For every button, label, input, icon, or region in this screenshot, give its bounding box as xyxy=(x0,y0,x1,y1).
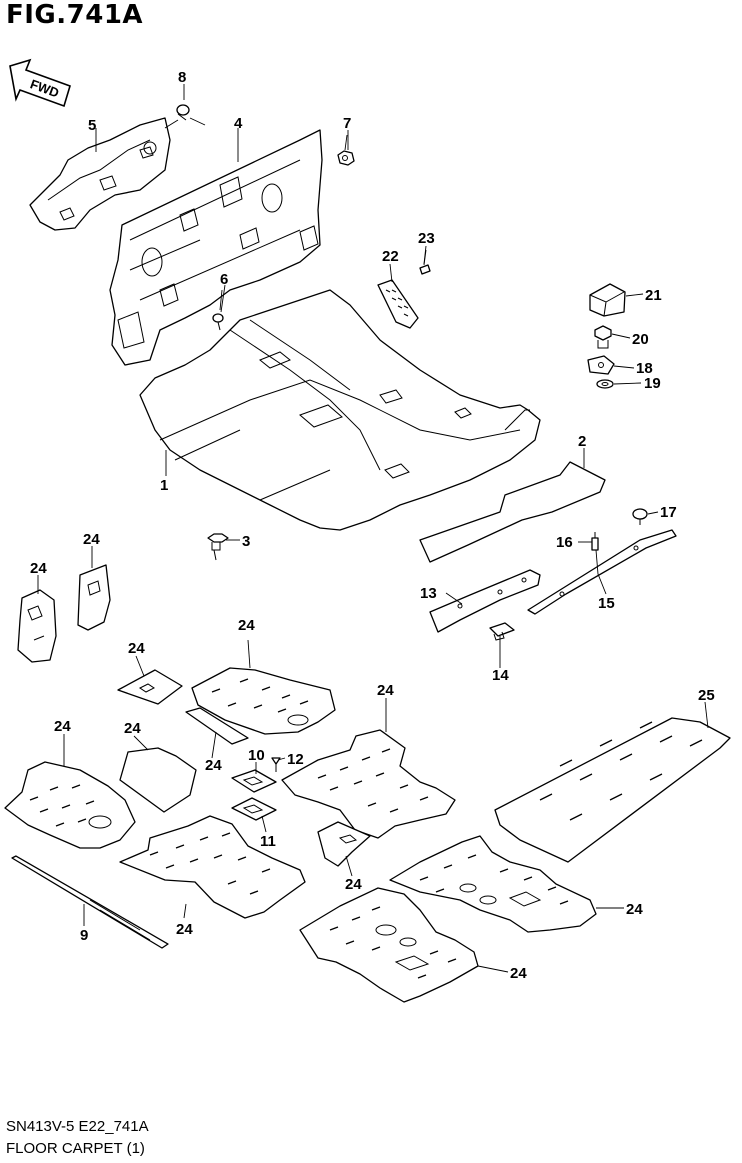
callout-1: 1 xyxy=(160,477,168,494)
part-14-clip xyxy=(489,622,515,641)
callout-25: 25 xyxy=(698,687,715,704)
callout-8: 8 xyxy=(178,69,186,86)
part-24-floor-silencer-upper xyxy=(191,667,336,735)
part-24-rear-silencer-upper xyxy=(389,835,597,933)
callout-24: 24 xyxy=(30,560,47,577)
callout-19: 19 xyxy=(644,375,661,392)
figure-title: FIG.741A xyxy=(6,0,144,30)
part-9-strip xyxy=(11,855,169,949)
callout-24: 24 xyxy=(54,718,71,735)
callout-22: 22 xyxy=(382,248,399,265)
part-21-cap xyxy=(589,283,626,317)
callout-23: 23 xyxy=(418,230,435,247)
part-24-cover-left xyxy=(119,747,197,813)
part-1-floor-carpet xyxy=(139,289,541,531)
callout-24: 24 xyxy=(238,617,255,634)
callout-11: 11 xyxy=(260,833,276,850)
part-24-pad-side-left xyxy=(17,589,57,663)
part-20-bolt xyxy=(594,325,612,349)
callout-18: 18 xyxy=(636,360,653,377)
part-25-luggage-mat xyxy=(494,717,731,863)
callout-7: 7 xyxy=(343,115,351,132)
part-18-bracket xyxy=(587,355,615,375)
part-2-rear-floor-carpet xyxy=(419,461,606,563)
callout-9: 9 xyxy=(80,927,88,944)
part-10-plate xyxy=(231,769,277,793)
callout-13: 13 xyxy=(420,585,437,602)
callout-10: 10 xyxy=(248,747,265,764)
callout-16: 16 xyxy=(556,534,573,551)
callout-14: 14 xyxy=(492,667,509,684)
callout-24: 24 xyxy=(83,531,100,548)
callouts: 1 2 3 4 5 6 7 8 9 10 11 12 13 14 15 16 1… xyxy=(30,69,715,982)
fwd-arrow-icon: FWD xyxy=(9,58,71,108)
parts-diagram: FWD xyxy=(4,58,731,1003)
part-4-dash-panel-silencer xyxy=(109,129,323,366)
part-17-clip xyxy=(632,508,648,525)
part-5-dash-silencer xyxy=(29,117,171,231)
part-12-screw xyxy=(271,757,281,772)
callout-15: 15 xyxy=(598,595,615,612)
callout-24: 24 xyxy=(176,921,193,938)
callout-2: 2 xyxy=(578,433,586,450)
callout-24: 24 xyxy=(128,640,145,657)
part-13-carpet-bracket xyxy=(429,569,541,633)
callout-24: 24 xyxy=(626,901,643,918)
callout-20: 20 xyxy=(632,331,649,348)
part-24-pad-small xyxy=(117,669,183,705)
callout-24: 24 xyxy=(205,757,222,774)
part-15-sill-plate xyxy=(527,529,677,615)
callout-24: 24 xyxy=(124,720,141,737)
part-24-floor-silencer-middle xyxy=(119,815,306,919)
part-3-grommet xyxy=(207,533,229,561)
part-24-pad-center xyxy=(317,821,371,867)
callout-24: 24 xyxy=(510,965,527,982)
part-19-washer xyxy=(596,379,614,389)
part-16-screw xyxy=(591,532,599,551)
callout-4: 4 xyxy=(234,115,243,132)
part-6-clip xyxy=(212,289,224,331)
callout-17: 17 xyxy=(660,504,677,521)
leader-lines xyxy=(37,84,709,973)
callout-6: 6 xyxy=(220,271,228,288)
callout-5: 5 xyxy=(88,117,96,134)
callout-21: 21 xyxy=(645,287,662,304)
part-24-rear-silencer-lower xyxy=(299,887,479,1003)
figure-caption: FLOOR CARPET (1) xyxy=(6,1140,145,1157)
callout-24: 24 xyxy=(345,876,362,893)
callout-12: 12 xyxy=(287,751,304,768)
part-22-foot-rest xyxy=(377,279,419,329)
part-24-strip xyxy=(185,707,249,745)
part-8-clip xyxy=(164,104,206,129)
callout-3: 3 xyxy=(242,533,250,550)
callout-24: 24 xyxy=(377,682,394,699)
part-11-plate xyxy=(231,797,277,821)
part-24-pad-side-right xyxy=(77,564,111,631)
figure-code: SN413V-5 E22_741A xyxy=(6,1118,149,1135)
part-24-floor-silencer-left xyxy=(4,761,136,849)
part-7-nut xyxy=(337,134,355,166)
part-24-floor-silencer-center xyxy=(281,729,456,839)
